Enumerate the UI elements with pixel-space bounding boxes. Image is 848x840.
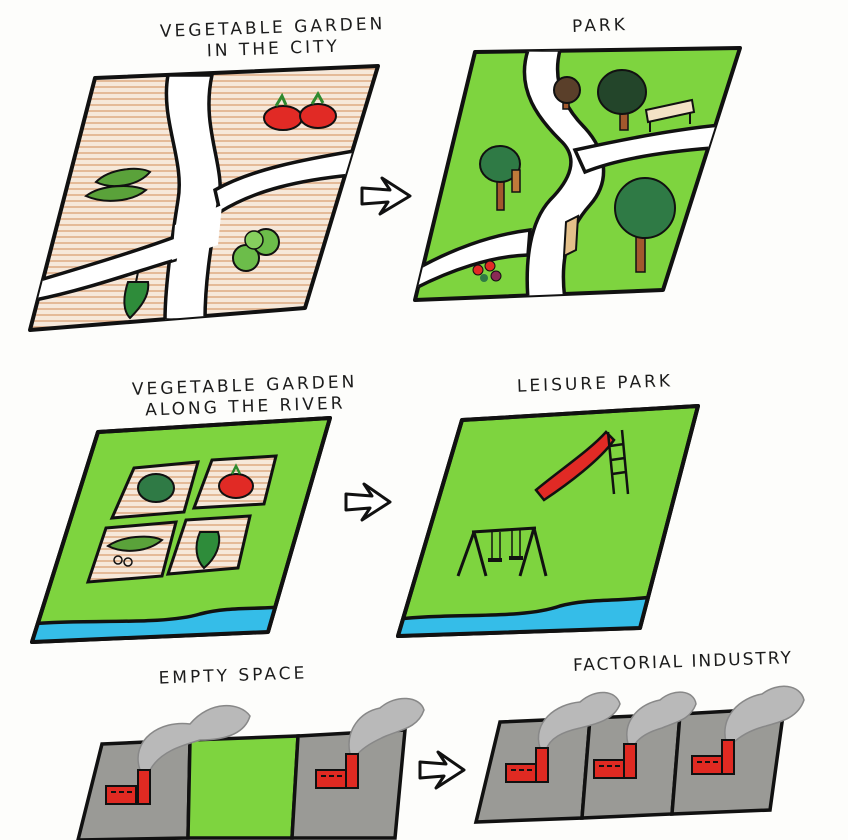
panel-vegetable-garden-city <box>30 66 378 330</box>
panel-factorial-industry <box>476 686 804 822</box>
panel-empty-space <box>78 698 424 840</box>
panel-vegetable-garden-river <box>20 418 330 660</box>
lettuce-icon <box>138 474 174 502</box>
panel-park <box>412 48 740 300</box>
arrow-right-icon <box>420 752 464 788</box>
bench-icon <box>564 216 578 256</box>
arrow-right-icon <box>362 178 410 214</box>
panel-leisure-park <box>390 406 698 660</box>
arrow-right-icon <box>346 484 390 520</box>
